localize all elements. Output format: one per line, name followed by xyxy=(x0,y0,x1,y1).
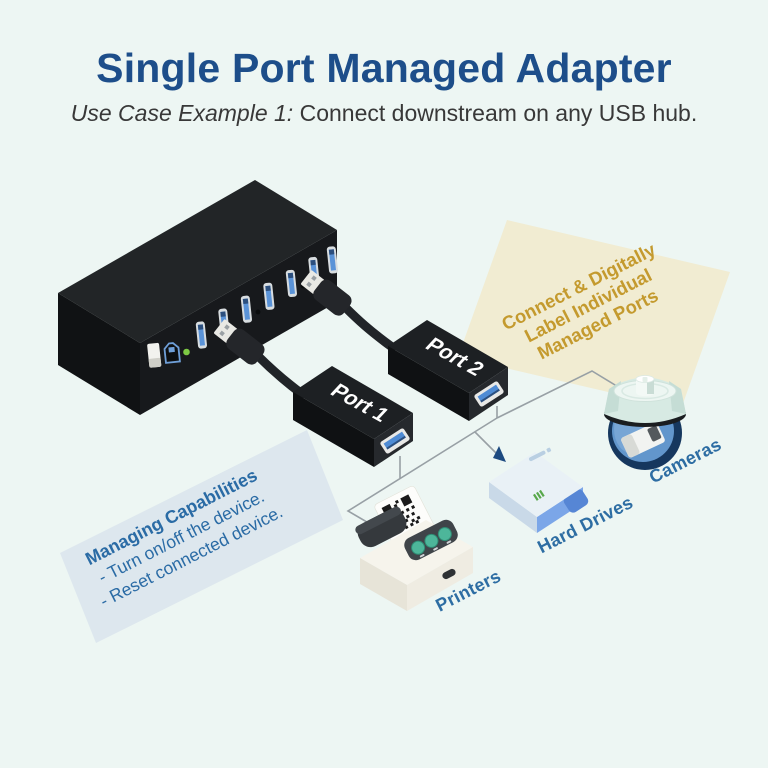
port1-top-face xyxy=(293,366,413,439)
hard-drive-illustration xyxy=(489,447,589,533)
header: Single Port Managed Adapter Use Case Exa… xyxy=(0,44,768,127)
usb-port-slot xyxy=(240,295,253,323)
page-title: Single Port Managed Adapter xyxy=(96,45,672,91)
port1-usb-socket xyxy=(380,428,410,454)
camera-line xyxy=(496,370,621,419)
printer-front-face xyxy=(407,547,473,611)
hdd-top-face xyxy=(489,452,583,517)
hdd-left-face xyxy=(489,482,537,533)
usb-port-slot xyxy=(263,282,275,310)
usb-hub xyxy=(58,180,397,415)
usb-plug xyxy=(301,270,352,316)
port2-top-face xyxy=(388,320,508,393)
printer-roller xyxy=(355,506,407,548)
power-led xyxy=(183,348,190,356)
page-subtitle: Use Case Example 1: Connect downstream o… xyxy=(0,100,768,127)
camera-lens-unit xyxy=(621,422,665,458)
subtitle-emphasis: Use Case Example 1: xyxy=(70,100,294,126)
port1-front-face xyxy=(293,392,374,467)
printer-port xyxy=(442,568,456,580)
usb-plug xyxy=(214,319,265,365)
connection-arrow-icon xyxy=(493,446,506,462)
printer-line xyxy=(346,417,498,526)
camera-illustration xyxy=(604,375,686,470)
usb-b-port-icon xyxy=(163,342,181,364)
screw-dot xyxy=(255,309,261,315)
printer-illustration xyxy=(355,486,473,611)
printer-control-panel xyxy=(404,519,458,561)
port2-front-face xyxy=(388,346,469,421)
usb-cable xyxy=(340,302,397,352)
power-switch xyxy=(147,342,162,368)
yellow-banner: Connect & Digitally Label Individual Man… xyxy=(458,220,730,409)
printer-left-face xyxy=(360,558,407,611)
qr-code xyxy=(381,494,421,535)
camera-mount-knob xyxy=(635,375,655,396)
usb-port-slot xyxy=(195,321,208,349)
blue-banner: Managing Capabilities - Turn on/off the … xyxy=(60,430,343,643)
hdd-leds xyxy=(533,489,545,501)
port2-usb-socket xyxy=(474,381,504,407)
subtitle-rest: Connect downstream on any USB hub. xyxy=(293,100,698,126)
port2-adapter: Port 2 xyxy=(388,320,508,421)
usb-port-slot xyxy=(285,269,298,298)
usb-cable xyxy=(253,351,307,399)
usb-port-slot xyxy=(326,246,339,274)
hub-top-face xyxy=(58,180,337,343)
hub-left-face xyxy=(58,293,140,415)
hdd-label xyxy=(528,447,552,462)
